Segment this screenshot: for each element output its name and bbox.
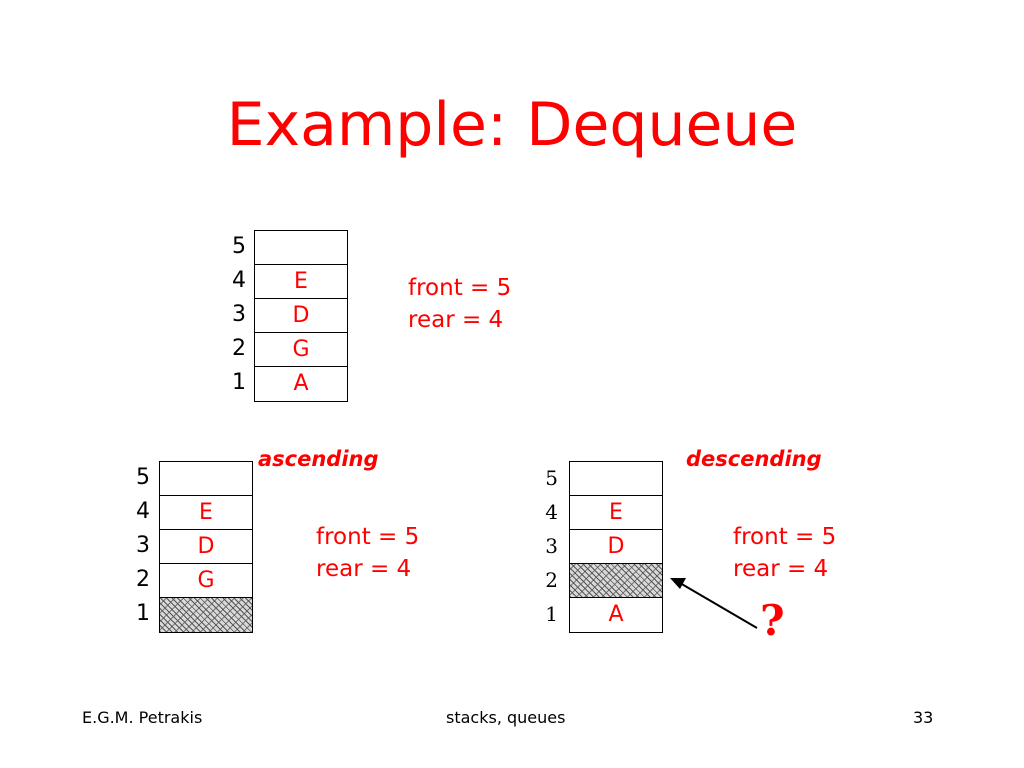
stack-cell: D bbox=[160, 530, 252, 564]
index-label: 2 bbox=[232, 336, 246, 361]
stack-cell: G bbox=[255, 333, 347, 367]
index-label: 3 bbox=[136, 533, 150, 558]
stack-cell: E bbox=[160, 496, 252, 530]
index-label: 4 bbox=[136, 499, 150, 524]
ascending-pointers: front = 5 rear = 4 bbox=[316, 521, 419, 585]
footer-author: E.G.M. Petrakis bbox=[82, 708, 203, 727]
stack-cell: A bbox=[608, 602, 624, 627]
index-label: 2 bbox=[545, 568, 558, 592]
index-label: 5 bbox=[545, 466, 558, 490]
descending-label: descending bbox=[686, 447, 822, 471]
rear-value: rear = 4 bbox=[408, 307, 504, 333]
stack-cell-empty-hatched bbox=[160, 598, 252, 632]
stack-cell: D bbox=[255, 299, 347, 333]
front-value: front = 5 bbox=[316, 524, 420, 550]
index-label: 3 bbox=[232, 302, 246, 327]
ascending-stack-indices: 5 4 3 2 1 bbox=[126, 461, 150, 631]
top-stack: E D G A bbox=[254, 230, 348, 402]
stack-cell: A bbox=[293, 371, 309, 396]
stack-cell bbox=[570, 462, 662, 496]
top-stack-indices: 5 4 3 2 1 bbox=[222, 230, 246, 400]
index-label: 1 bbox=[545, 602, 558, 626]
descending-stack-indices: 5 4 3 2 1 bbox=[534, 461, 558, 631]
front-value: front = 5 bbox=[408, 275, 512, 301]
stack-cell-empty-hatched bbox=[570, 564, 662, 598]
rear-value: rear = 4 bbox=[316, 556, 412, 582]
index-label: 1 bbox=[232, 370, 246, 395]
slide-title: Example: Dequeue bbox=[226, 90, 798, 160]
stack-cell: E bbox=[255, 265, 347, 299]
stack-cell: G bbox=[160, 564, 252, 598]
stack-cell bbox=[255, 231, 347, 265]
rear-value: rear = 4 bbox=[733, 556, 829, 582]
index-label: 4 bbox=[545, 500, 558, 524]
footer-topic: stacks, queues bbox=[446, 708, 566, 727]
footer-page-number: 33 bbox=[913, 708, 934, 727]
ascending-label: ascending bbox=[258, 447, 379, 471]
index-label: 2 bbox=[136, 567, 150, 592]
stack-cell: E bbox=[570, 496, 662, 530]
index-label: 1 bbox=[136, 601, 150, 626]
descending-stack: E D A bbox=[569, 461, 663, 633]
index-label: 3 bbox=[545, 534, 558, 558]
descending-pointers: front = 5 rear = 4 bbox=[733, 521, 836, 585]
index-label: 5 bbox=[136, 465, 150, 490]
stack-cell: D bbox=[570, 530, 662, 564]
stack-cell bbox=[160, 462, 252, 496]
index-label: 5 bbox=[232, 234, 246, 259]
top-pointers: front = 5 rear = 4 bbox=[408, 272, 511, 336]
ascending-stack: E D G bbox=[159, 461, 253, 633]
index-label: 4 bbox=[232, 268, 246, 293]
question-mark: ? bbox=[760, 596, 785, 645]
front-value: front = 5 bbox=[733, 524, 837, 550]
